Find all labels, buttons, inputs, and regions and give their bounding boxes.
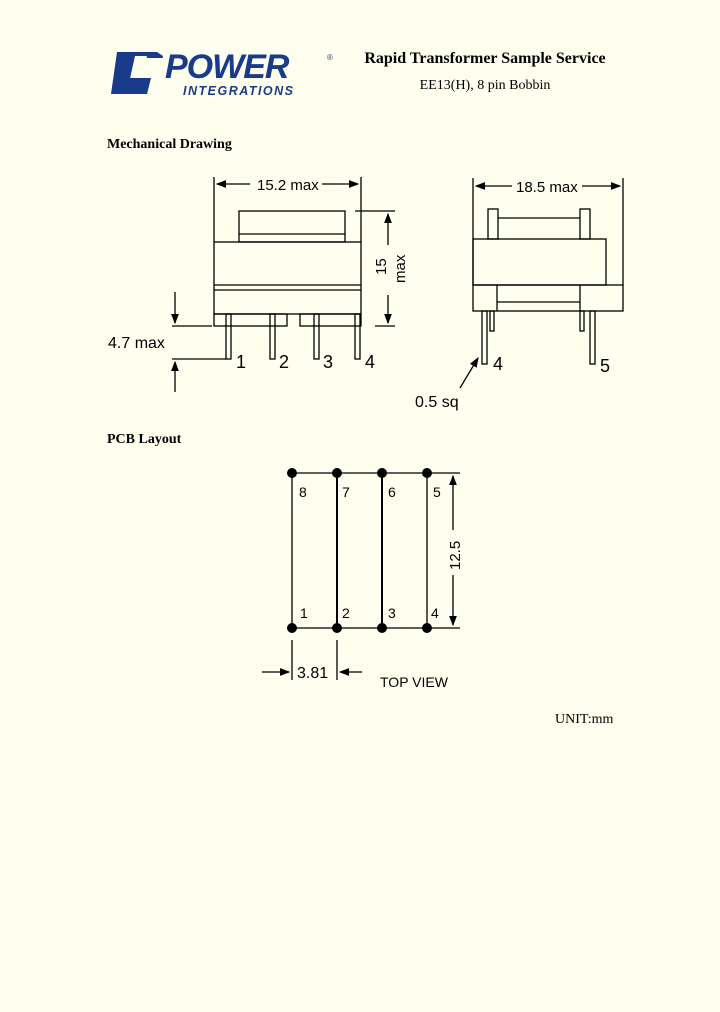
- pcb-layout: [262, 472, 460, 680]
- pcb-heading: PCB Layout: [107, 432, 182, 447]
- pcb-pad-8: [287, 468, 297, 478]
- pcb-pin-2-label: 2: [342, 605, 350, 621]
- logo-top-text: POWER: [165, 48, 290, 86]
- pcb-pin-6-label: 6: [388, 484, 396, 500]
- page-title: Rapid Transformer Sample Service: [364, 50, 606, 67]
- pcb-pads: [287, 468, 432, 633]
- front-pin-1-label: 1: [236, 352, 246, 372]
- front-height-label: 15: [373, 258, 390, 275]
- pcb-pad-7: [332, 468, 342, 478]
- front-pin-3-label: 3: [323, 352, 333, 372]
- side-view: [459, 178, 624, 389]
- pcb-pin-7-label: 7: [342, 484, 350, 500]
- side-pin-4-label: 4: [493, 354, 503, 374]
- pcb-pin-1-label: 1: [300, 605, 308, 621]
- pcb-pitch-label: 3.81: [297, 665, 328, 682]
- mechanical-heading: Mechanical Drawing: [107, 137, 232, 152]
- pcb-pad-3: [377, 623, 387, 633]
- pcb-pad-4: [422, 623, 432, 633]
- power-integrations-logo: POWER INTEGRATIONS ®: [105, 48, 340, 100]
- front-view: [171, 177, 395, 392]
- logo-reg-mark: ®: [327, 53, 333, 62]
- pcb-pin-4-label: 4: [431, 605, 439, 621]
- pcb-height-label: 12.5: [447, 541, 464, 570]
- pcb-pin-3-label: 3: [388, 605, 396, 621]
- logo-bottom-text: INTEGRATIONS: [183, 84, 295, 98]
- pcb-pin-5-label: 5: [433, 484, 441, 500]
- side-width-label: 18.5 max: [516, 179, 578, 196]
- front-height-unit: max: [392, 254, 409, 283]
- front-pin-4-label: 4: [365, 352, 375, 372]
- unit-label: UNIT:mm: [555, 712, 614, 727]
- pcb-pad-6: [377, 468, 387, 478]
- side-pin-5-label: 5: [600, 356, 610, 376]
- front-pin-length-label: 4.7 max: [108, 335, 165, 352]
- pcb-pad-5: [422, 468, 432, 478]
- pcb-view-label: TOP VIEW: [380, 674, 449, 690]
- front-pin-2-label: 2: [279, 352, 289, 372]
- side-pin-size-label: 0.5 sq: [415, 394, 459, 411]
- pcb-pin-8-label: 8: [299, 484, 307, 500]
- pcb-pad-1: [287, 623, 297, 633]
- front-width-label: 15.2 max: [257, 177, 319, 194]
- pcb-pad-2: [332, 623, 342, 633]
- page-subtitle: EE13(H), 8 pin Bobbin: [419, 78, 551, 93]
